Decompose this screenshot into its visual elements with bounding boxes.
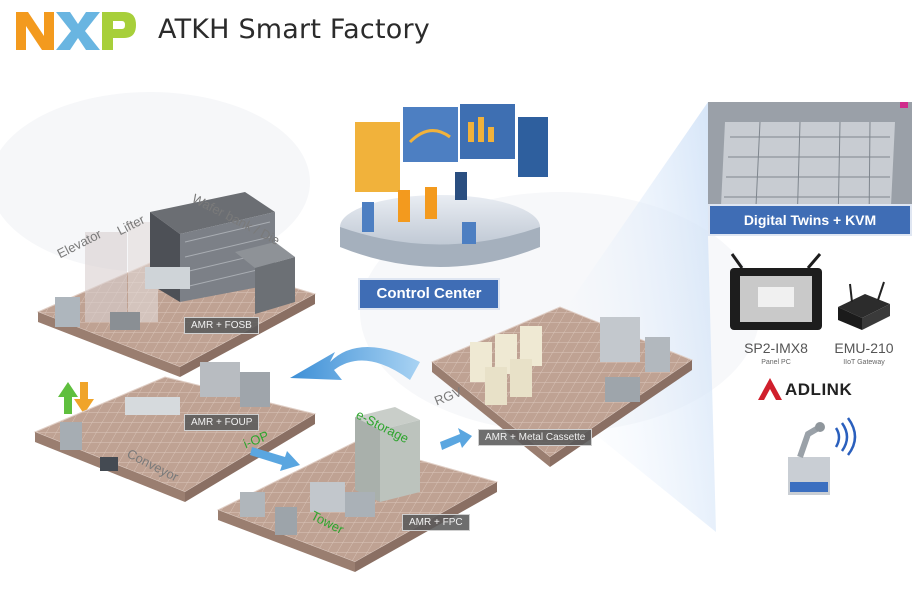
down-arrow-icon <box>74 382 94 414</box>
nxp-logo-p <box>102 12 136 50</box>
control-screen-2 <box>403 107 458 162</box>
flow-arrow-right <box>440 428 472 450</box>
adlink-wordmark: ADLINK <box>785 380 853 399</box>
adlink-logo-mark <box>758 378 782 400</box>
gateway-name: EMU-210 <box>834 340 894 356</box>
panel-pc-device <box>730 253 822 330</box>
control-screen-4 <box>518 117 548 177</box>
digital-twins-caption: Digital Twins + KVM <box>708 204 912 236</box>
top-floor-machine <box>55 297 80 327</box>
rgv-equipment <box>470 317 670 405</box>
control-center-graphic <box>340 104 548 267</box>
panel-pc-sub: Panel PC <box>761 359 791 366</box>
panel-pc-name: SP2-IMX8 <box>744 340 808 356</box>
light-beam <box>570 102 716 532</box>
label-amr-fpc: AMR + FPC <box>402 514 470 531</box>
label-amr-fosb: AMR + FOSB <box>184 317 259 334</box>
flow-arrow-left <box>290 347 420 380</box>
foup-equipment <box>60 362 270 471</box>
flow-arrow-iop <box>250 447 300 471</box>
factory-scene: Elevator Lifter Wafer bank / Die Conveyo… <box>0 62 921 599</box>
estorage-equipment <box>240 407 420 535</box>
label-amr-foup: AMR + FOUP <box>184 414 260 431</box>
page-title: ATKH Smart Factory <box>158 14 430 45</box>
gateway-sub: IIoT Gateway <box>843 359 885 366</box>
amr-robot <box>788 422 830 495</box>
control-screen-1 <box>355 122 400 192</box>
scene-graphics <box>0 92 912 572</box>
elevator-shaft <box>85 232 127 322</box>
nxp-logo <box>16 12 136 50</box>
iiot-gateway-device <box>838 281 890 330</box>
wifi-icon <box>834 417 857 456</box>
nxp-logo-x <box>56 12 100 50</box>
wafer-bank-racks <box>150 192 295 314</box>
label-amr-metal-cassette: AMR + Metal Cassette <box>478 429 593 446</box>
up-arrow-icon <box>58 382 78 414</box>
nxp-logo-n <box>16 12 54 50</box>
header: ATKH Smart Factory <box>0 0 921 62</box>
control-center-caption: Control Center <box>358 278 500 310</box>
